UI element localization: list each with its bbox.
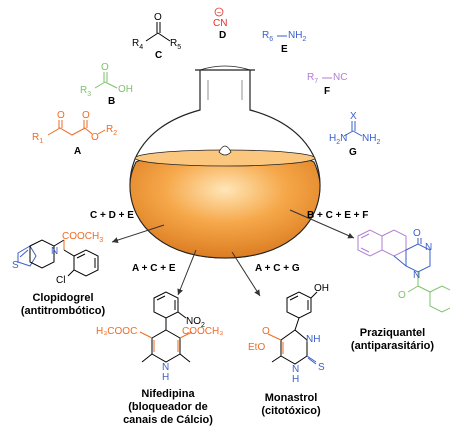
reagent-f-letter: F [324,86,330,97]
nifedipina-nitrogen: N [162,362,169,373]
nifedipina-note-line2: canais de Cálcio) [123,414,213,426]
reagent-b: O R3 OH B [80,62,133,107]
praziquantel-oxygen-1: O [413,228,421,239]
clopidogrel-note: (antitrombótico) [20,305,106,317]
reagent-d-charge: − [217,8,222,17]
svg-text:R3: R3 [80,85,91,98]
monastrol-nitrogen: N [292,364,299,375]
reagent-g-letter: G [349,147,357,158]
monastrol-oh: OH [314,283,329,294]
clopidogrel-name: Clopidogrel [32,292,94,304]
reagent-f-group: NC [333,72,347,83]
clopidogrel-nitrogen: N [51,246,58,257]
reaction-arrows [111,209,355,297]
svg-text:R6: R6 [262,30,273,43]
svg-text:NH2: NH2 [288,30,306,43]
round-bottom-flask [129,65,321,259]
reagent-e-letter: E [281,44,288,55]
praziquantel-note: (antiparasitário) [350,340,435,352]
reaction-label-clopidogrel: C + D + E [90,210,134,221]
clopidogrel-chlorine: Cl [56,275,65,286]
praziquantel-nitrogen-2: N [413,270,420,281]
reagent-f-r: R [307,72,314,83]
nifedipina-no2: NO [186,316,201,327]
reagent-g-nh2: NH [362,133,376,144]
arrow-to-praziquantel [289,209,355,239]
reaction-label-nifedipina: A + C + E [132,263,176,274]
reagent-e-group: NH [288,30,302,41]
reagent-a-r1: R [32,132,39,143]
reagent-d-formula: CN [213,18,227,29]
nifedipina-name: Nifedipina [141,388,195,400]
svg-text:NH2: NH2 [362,133,380,146]
nifedipina-note-line1: (bloqueador de [128,401,208,413]
monastrol-name: Monastrol [264,392,318,404]
svg-text:NO2: NO2 [186,316,205,329]
reagent-c-letter: C [155,50,162,61]
monastrol-hydrogen: H [292,374,299,385]
reagent-e-r: R [262,30,269,41]
svg-text:R5: R5 [170,38,181,51]
svg-text:R1: R1 [32,132,43,145]
caption-clopidogrel: Clopidogrel (antitrombótico) [8,292,118,318]
svg-text:COOCH3: COOCH3 [62,231,103,244]
nifedipina-ester-right: COOCH₃ [182,326,223,337]
reagent-f: R7 NC F [307,72,347,97]
caption-nifedipina: Nifedipina (bloqueador de canais de Cálc… [108,388,228,427]
arrow-to-clopidogrel [111,224,165,243]
caption-monastrol: Monastrol (citotóxico) [246,392,336,418]
reagent-a-r2: R [106,124,113,135]
praziquantel-name: Praziquantel [359,327,426,339]
clopidogrel-sulfur: S [12,260,19,271]
stir-bar-icon [218,145,232,156]
arrow-to-nifedipina [177,249,197,296]
monastrol-nh: NH [306,334,320,345]
arrow-to-monastrol [231,251,261,297]
monastrol-oxygen: O [262,326,270,337]
svg-text:H2N: H2N [329,133,347,146]
reagent-b-letter: B [108,96,115,107]
reagent-a-letter: A [74,146,81,157]
nifedipina-ester-left: H₃COOC [96,326,137,337]
reaction-label-praziquantel: B + C + E + F [307,210,368,221]
caption-praziquantel: Praziquantel (antiparasitário) [340,327,445,353]
praziquantel-oxygen-2: O [398,290,406,301]
monastrol-sulfur: S [318,362,325,373]
monastrol-eto: EtO [248,342,265,353]
structure-clopidogrel [17,239,99,277]
reaction-label-monastrol: A + C + G [255,263,300,274]
praziquantel-nitrogen-1: N [425,242,432,253]
reagent-a-oxygen-1: O [57,110,65,121]
monastrol-note: (citotóxico) [261,405,321,417]
reagent-c-oxygen: O [154,12,162,23]
reagent-d: − CN D [213,7,227,41]
reagent-a-oxygen-2: O [82,110,90,121]
structure-monastrol [267,291,318,365]
nifedipina-hydrogen: H [162,372,169,383]
clopidogrel-ester: COOCH [62,231,99,242]
reagent-c-r5: R [170,38,177,49]
flask-liquid [129,152,321,259]
reagent-a: O O R1 O R2 A [32,110,117,157]
reagent-b-r: R [80,85,87,96]
reagent-e: R6 NH2 E [262,30,306,55]
structure-nifedipina [139,291,193,363]
reagent-g: X H2N NH2 G [329,111,380,158]
reagent-b-oxygen: O [101,62,109,73]
svg-text:R4: R4 [132,38,143,51]
svg-text:R7: R7 [307,72,318,85]
reagent-c-r4: R [132,38,139,49]
reagent-b-oh: OH [118,84,133,95]
reagent-d-letter: D [219,30,226,41]
structure-praziquantel [357,229,450,313]
reagent-g-x: X [350,111,357,122]
reagent-a-ester-oxygen: O [91,132,99,143]
reagent-c: O R4 R5 C [132,12,181,61]
svg-text:R2: R2 [106,124,117,137]
